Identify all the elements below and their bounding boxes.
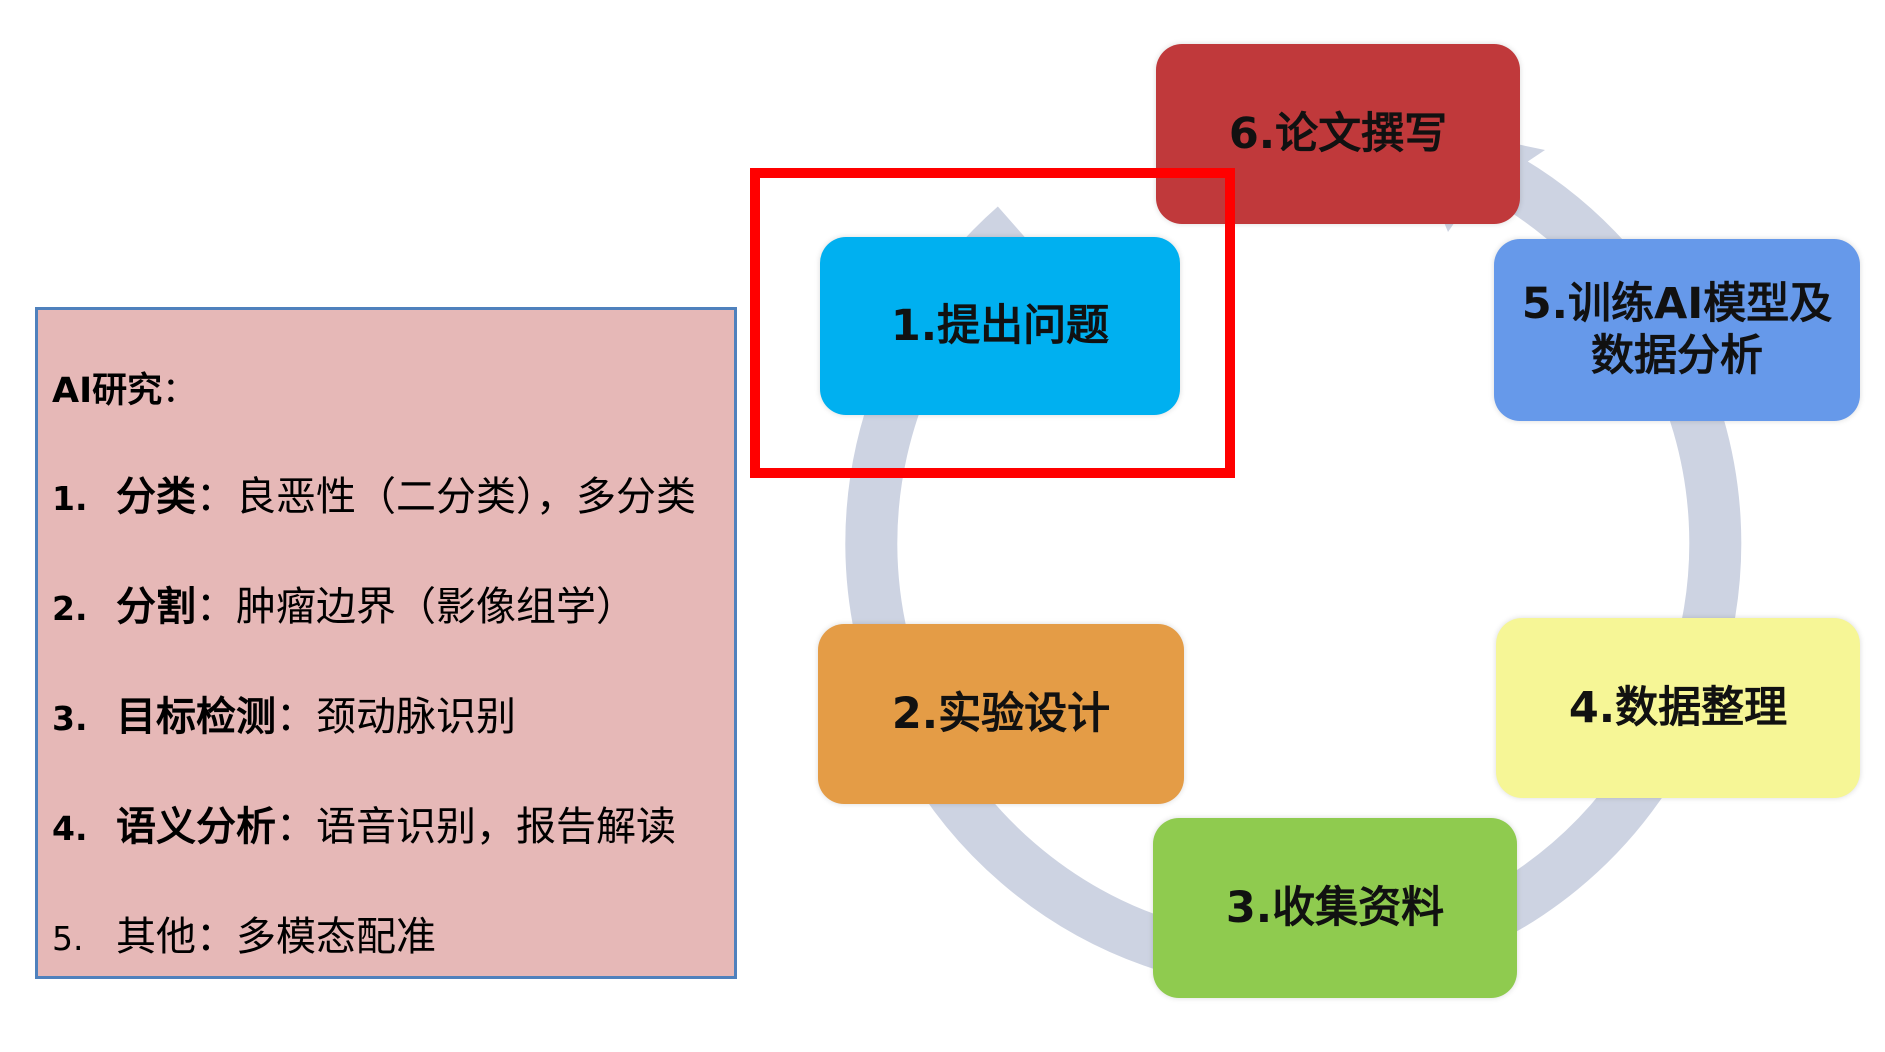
- panel-item-2: 2. 分割：肿瘤边界（影像组学）: [52, 574, 636, 632]
- item-key: 其他: [116, 914, 196, 960]
- panel-item-1: 1. 分类：良恶性（二分类），多分类: [52, 464, 696, 522]
- item-key: 分类: [116, 474, 196, 520]
- step-2-box: 2.实验设计: [818, 624, 1184, 804]
- item-number: 4.: [52, 809, 88, 848]
- panel-title-colon: ：: [162, 371, 198, 411]
- panel-item-5: 5. 其他：多模态配准: [52, 904, 436, 962]
- item-desc: 良恶性（二分类），多分类: [236, 474, 696, 520]
- item-key: 分割: [116, 584, 196, 630]
- item-key: 语义分析: [116, 804, 276, 850]
- step-1-box: 1.提出问题: [820, 237, 1180, 415]
- step-3-box: 3.收集资料: [1153, 818, 1517, 998]
- step-1-highlight-frame: [750, 168, 1235, 478]
- item-key: 目标检测: [116, 694, 276, 740]
- item-desc: 语音识别，报告解读: [316, 804, 676, 850]
- panel-item-3: 3. 目标检测：颈动脉识别: [52, 684, 516, 742]
- panel-title: AI研究：: [52, 362, 197, 413]
- item-number: 5.: [52, 919, 84, 958]
- item-sep: ：: [196, 914, 236, 960]
- item-sep: ：: [196, 474, 236, 520]
- item-number: 1.: [52, 479, 88, 518]
- step-6-box: 6.论文撰写: [1156, 44, 1520, 224]
- item-number: 3.: [52, 699, 88, 738]
- panel-item-4: 4. 语义分析：语音识别，报告解读: [52, 794, 676, 852]
- item-desc: 多模态配准: [236, 914, 436, 960]
- ai-research-panel: AI研究： 1.分类：良恶性（二分类），多分类 2.分割：肿瘤边界（影像组学） …: [35, 307, 737, 979]
- item-sep: ：: [196, 584, 236, 630]
- item-number: 2.: [52, 589, 88, 628]
- item-desc: 肿瘤边界（影像组学）: [236, 584, 636, 630]
- item-sep: ：: [276, 694, 316, 740]
- item-sep: ：: [276, 804, 316, 850]
- step-5-box: 5.训练AI模型及 数据分析: [1494, 239, 1860, 421]
- panel-title-text: AI研究: [52, 371, 163, 411]
- step-4-box: 4.数据整理: [1496, 618, 1860, 798]
- item-desc: 颈动脉识别: [316, 694, 516, 740]
